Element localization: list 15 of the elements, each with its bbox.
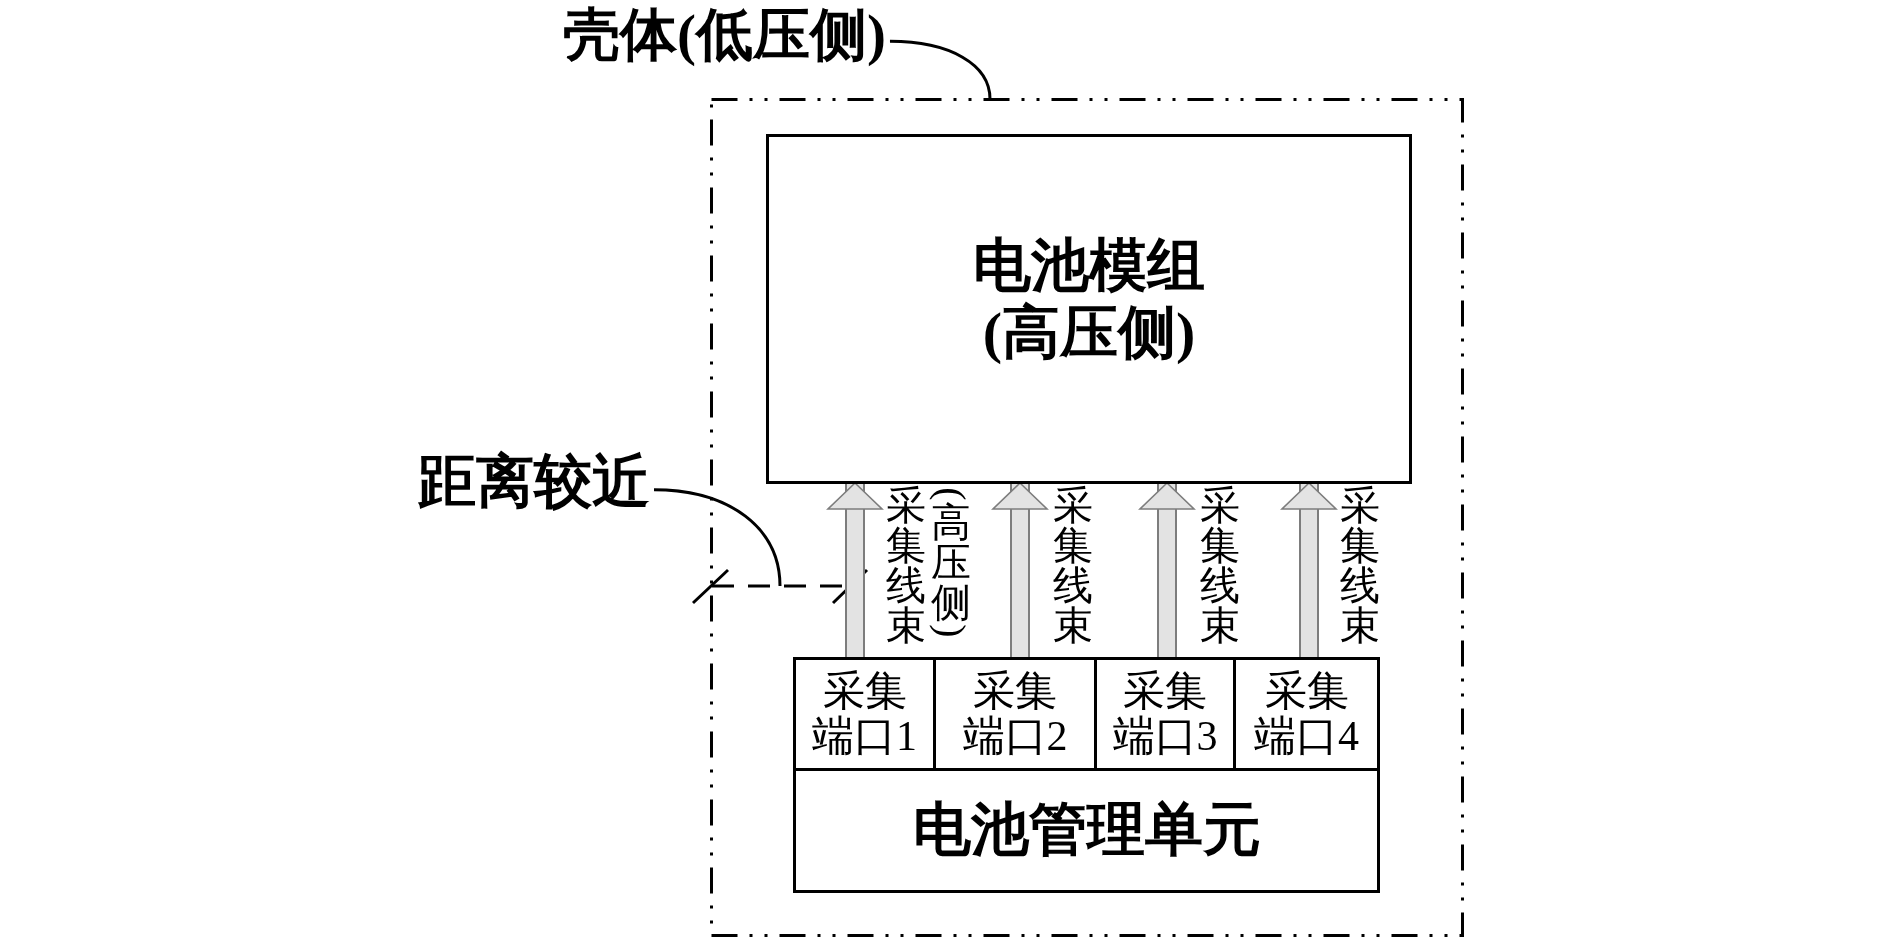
callout-label: 壳体(低压侧)	[563, 2, 886, 68]
block-arrow	[1139, 482, 1195, 660]
port-cell: 采集端口4	[1236, 660, 1377, 771]
callout-label: 距离较近	[418, 449, 650, 516]
port-cell: 采集端口3	[1097, 660, 1236, 771]
leader-line	[653, 488, 782, 587]
block-arrow	[992, 482, 1048, 660]
block-arrow	[1281, 482, 1337, 660]
block-arrow	[827, 482, 883, 660]
module-box: 电池模组(高压侧)	[766, 134, 1412, 484]
leader-line	[889, 39, 992, 100]
unit-box	[793, 657, 1380, 893]
port-cell: 采集端口1	[796, 660, 936, 771]
port-cell: 采集端口2	[936, 660, 1097, 771]
unit-label: 电池管理单元	[911, 796, 1262, 865]
